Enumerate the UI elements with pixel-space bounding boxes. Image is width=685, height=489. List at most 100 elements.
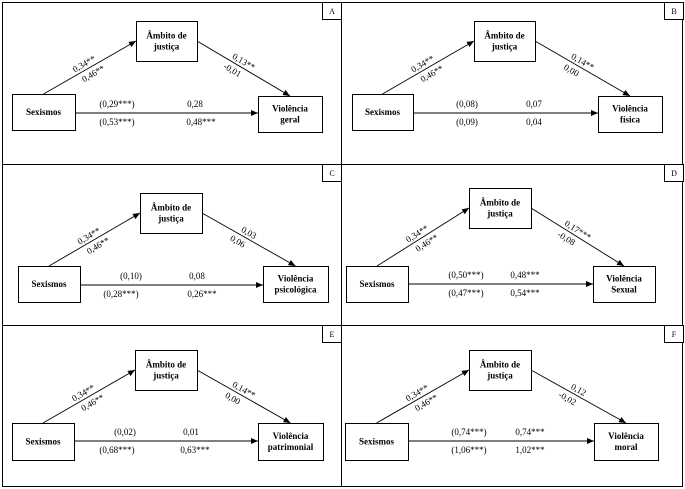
top-box <box>474 21 536 62</box>
top-box <box>140 193 203 234</box>
horizontal-label-above-2: 0,28 <box>187 99 203 109</box>
horizontal-label-below-2: 0,26*** <box>187 289 217 299</box>
right-arrow <box>201 212 296 267</box>
left-arrow <box>376 369 470 424</box>
right-box-line-1: Violência <box>608 431 644 441</box>
right-arrow <box>196 369 291 424</box>
top-box-line-2: justiça <box>486 371 513 381</box>
right-box-line-2: psicológica <box>275 285 317 295</box>
right-box-line-2: geral <box>280 115 300 125</box>
left-box <box>345 423 409 461</box>
panel-letter: A <box>329 7 335 16</box>
panel-letter-box <box>664 325 684 343</box>
horizontal-label-below-2: 0,54*** <box>510 288 540 298</box>
right-box <box>258 423 324 461</box>
left-arrow <box>48 212 141 267</box>
horizontal-label-below-1: (1,06***) <box>451 445 486 455</box>
left-box-label: Sexismos <box>25 437 61 447</box>
left-box-label: Sexismos <box>365 107 401 117</box>
panel-letter: F <box>672 330 677 339</box>
right-box <box>598 96 663 133</box>
horizontal-label-above-2: 0,74*** <box>515 427 545 437</box>
top-box-line-1: Âmbito de <box>146 31 186 41</box>
top-box-line-1: Âmbito de <box>480 198 520 208</box>
left-arrow <box>382 40 475 95</box>
right-box <box>593 266 656 303</box>
horizontal-label-below-1: (0,68***) <box>99 445 134 455</box>
panel-letter-box <box>664 164 684 182</box>
right-box-line-2: patrimonial <box>268 442 314 452</box>
horizontal-label-above-1: (0,29***) <box>99 99 134 109</box>
top-box-line-2: justiça <box>486 209 513 219</box>
left-box <box>346 266 409 303</box>
top-box <box>136 21 198 62</box>
top-box-line-2: justiça <box>153 42 180 52</box>
top-box-line-2: justiça <box>491 42 518 52</box>
panel-letter: B <box>671 7 676 16</box>
left-box-label: Sexismos <box>26 107 62 117</box>
top-box-line-1: Âmbito de <box>151 203 191 213</box>
horizontal-label-above-1: (0,02) <box>114 427 136 437</box>
horizontal-label-above-1: (0,50***) <box>448 270 483 280</box>
top-box <box>469 350 532 391</box>
horizontal-label-above-1: (0,08) <box>456 99 478 109</box>
panel-letter-box <box>664 2 684 20</box>
right-box-line-1: Violência <box>278 274 314 284</box>
top-box <box>135 350 198 391</box>
panel-letter-box <box>322 164 342 182</box>
panel-letter-box <box>322 2 342 20</box>
horizontal-label-below-2: 0,04 <box>526 117 542 127</box>
left-arrow <box>43 40 137 95</box>
horizontal-label-above-1: (0,74***) <box>451 427 486 437</box>
right-box <box>263 266 329 303</box>
right-box-line-2: física <box>620 115 640 125</box>
top-box-line-2: justiça <box>152 371 179 381</box>
left-arrow <box>376 207 470 267</box>
right-arrow <box>196 40 291 97</box>
top-box-line-1: Âmbito de <box>480 360 520 370</box>
right-box-line-2: Sexual <box>611 285 637 295</box>
horizontal-label-below-2: 0,63*** <box>180 445 210 455</box>
horizontal-label-below-1: (0,09) <box>456 117 478 127</box>
panel-letter-box <box>322 325 342 343</box>
right-box-line-1: Violência <box>612 104 648 114</box>
left-arrow <box>42 369 136 424</box>
right-box <box>258 96 323 133</box>
panel-letter: C <box>329 169 334 178</box>
horizontal-label-above-1: (0,10) <box>120 271 142 281</box>
panel-letter: E <box>330 330 335 339</box>
horizontal-label-above-2: 0,08 <box>189 271 205 281</box>
right-arrow <box>530 207 625 267</box>
right-arrow <box>534 40 631 97</box>
left-box <box>18 266 81 303</box>
horizontal-label-below-1: (0,47***) <box>448 288 483 298</box>
left-box <box>352 94 414 131</box>
left-box <box>12 423 75 461</box>
horizontal-label-below-1: (0,53***) <box>99 117 134 127</box>
horizontal-label-below-1: (0,28***) <box>103 289 138 299</box>
horizontal-label-above-2: 0,48*** <box>510 270 540 280</box>
horizontal-label-above-2: 0,07 <box>526 99 542 109</box>
horizontal-label-below-2: 1,02*** <box>515 445 545 455</box>
right-box-line-1: Violência <box>272 104 308 114</box>
panel-letter: D <box>671 169 677 178</box>
top-box-line-1: Âmbito de <box>146 360 186 370</box>
top-box-line-1: Âmbito de <box>484 31 524 41</box>
right-box-line-1: Violência <box>273 431 309 441</box>
horizontal-label-below-2: 0,48*** <box>186 117 216 127</box>
horizontal-label-above-2: 0,01 <box>183 427 199 437</box>
left-box-label: Sexismos <box>359 437 395 447</box>
top-box-line-2: justiça <box>157 214 184 224</box>
left-box-label: Sexismos <box>31 279 67 289</box>
right-box <box>594 423 659 461</box>
right-arrow <box>530 369 627 424</box>
